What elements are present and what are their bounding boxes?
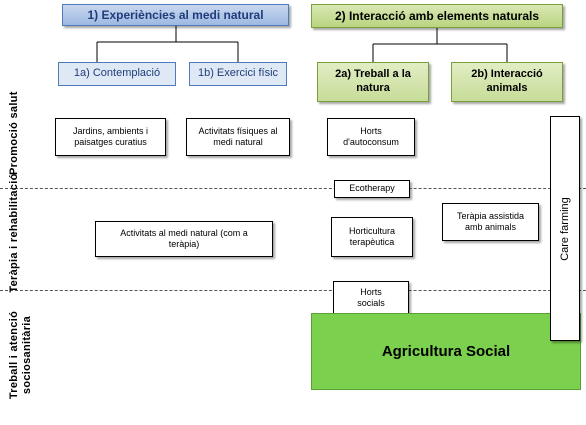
row-label-health-promotion: Promoció salut — [8, 91, 20, 175]
animal-assisted-therapy-label: Teràpia assistida amb animals — [456, 210, 525, 232]
therapeutic-horticulture-label: Horticultura terapèutica — [348, 225, 395, 247]
self-consumption-gardens-label: Horts d'autoconsum — [343, 125, 399, 147]
social-agriculture-box: Agricultura Social — [311, 313, 581, 390]
row-divider-1 — [0, 188, 586, 189]
nature-work-label: 2a) Treball a la natura — [335, 68, 411, 94]
row-divider-2 — [0, 290, 586, 291]
ecotherapy-label: Ecotherapy — [349, 183, 395, 194]
care-farming-label: Care farming — [559, 196, 571, 261]
nature-activities-therapy-box: Activitats al medi natural (com a teràpi… — [95, 221, 273, 257]
nature-work-box: 2a) Treball a la natura — [317, 62, 429, 102]
physical-activities-box: Activitats físiques al medi natural — [186, 118, 290, 156]
therapeutic-horticulture-box: Horticultura terapèutica — [331, 217, 413, 257]
contemplation-box: 1a) Contemplació — [58, 62, 176, 86]
row-label-social-work: Treball i atenció sociosanitària — [8, 310, 33, 400]
social-agriculture-label: Agricultura Social — [381, 343, 511, 360]
self-consumption-gardens-box: Horts d'autoconsum — [327, 118, 415, 156]
row-label-therapy-rehab: Teràpia i rehabilitació — [8, 173, 20, 293]
contemplation-label: 1a) Contemplació — [73, 67, 161, 80]
care-farming-bar: Care farming — [550, 116, 580, 341]
nature-experiences-box: 1) Experiències al medi natural — [62, 4, 289, 26]
physical-exercise-label: 1b) Exercici físic — [197, 67, 279, 80]
animal-interaction-label: 2b) Interacció animals — [471, 68, 543, 94]
physical-exercise-box: 1b) Exercici físic — [189, 62, 287, 86]
physical-activities-label: Activitats físiques al medi natural — [198, 125, 278, 147]
ecotherapy-box: Ecotherapy — [334, 180, 410, 198]
nature-interaction-box: 2) Interacció amb elements naturals — [311, 4, 563, 28]
gardens-label: Jardins, ambients i paisatges curatius — [72, 125, 149, 147]
animal-interaction-box: 2b) Interacció animals — [451, 62, 563, 102]
nature-activities-therapy-label: Activitats al medi natural (com a teràpi… — [120, 227, 248, 249]
gardens-box: Jardins, ambients i paisatges curatius — [55, 118, 166, 156]
social-gardens-label: Horts socials — [357, 286, 385, 308]
social-gardens-box: Horts socials — [333, 281, 409, 315]
nature-experiences-label: 1) Experiències al medi natural — [87, 7, 264, 22]
animal-assisted-therapy-box: Teràpia assistida amb animals — [442, 203, 539, 241]
nature-interaction-label: 2) Interacció amb elements naturals — [334, 8, 540, 23]
